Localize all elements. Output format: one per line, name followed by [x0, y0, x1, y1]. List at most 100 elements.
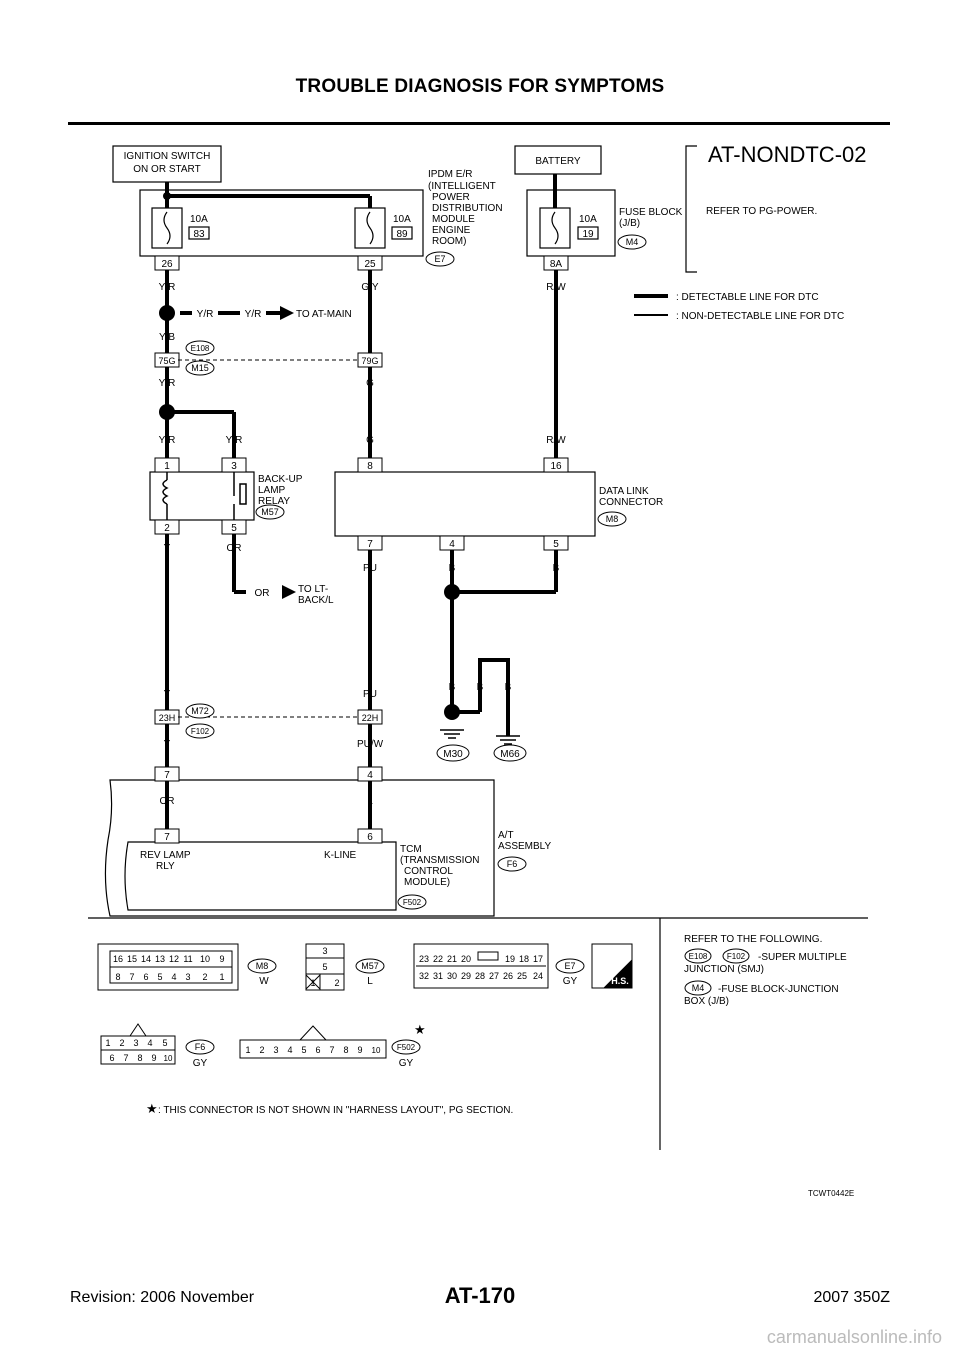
relay-line-0: BACK-UP [258, 474, 303, 485]
at-1: ASSEMBLY [498, 841, 551, 852]
svg-text:8: 8 [115, 972, 120, 982]
fuse-amp-2: 10A [393, 214, 411, 225]
wire-l: L [367, 796, 373, 807]
svg-text:30: 30 [447, 971, 457, 981]
svg-text:3: 3 [273, 1045, 278, 1055]
pin-2: 2 [164, 523, 170, 534]
pin-23h: 23H [159, 713, 176, 723]
relay-box [149, 471, 255, 521]
svg-text:4: 4 [147, 1038, 152, 1048]
wire-b-4: B [477, 682, 484, 693]
svg-text:12: 12 [169, 954, 179, 964]
relay-line-1: LAMP [258, 485, 286, 496]
legend-detectable: : DETECTABLE LINE FOR DTC [676, 292, 819, 303]
svg-text:5: 5 [322, 962, 327, 972]
smj-note-0: -SUPER MULTIPLE [758, 952, 847, 963]
ipdm-box [139, 189, 424, 257]
svg-text:20: 20 [461, 954, 471, 964]
wire-b-3: B [449, 682, 456, 693]
fuse-block-line-0: FUSE BLOCK [619, 207, 683, 218]
svg-text:5: 5 [301, 1045, 306, 1055]
svg-text:15: 15 [127, 954, 137, 964]
wire-b-2: B [553, 563, 560, 574]
svg-text:27: 27 [489, 971, 499, 981]
ipdm-line-3: DISTRIBUTION [432, 203, 503, 214]
jb-note-1: BOX (J/B) [684, 996, 729, 1007]
svg-text:32: 32 [419, 971, 429, 981]
svg-text:7: 7 [329, 1045, 334, 1055]
wire-y-2: Y [164, 689, 171, 700]
wire-g-1: G [366, 378, 374, 389]
conn-m72: M72 [191, 706, 209, 716]
svg-text:6: 6 [109, 1053, 114, 1063]
star-note: : THIS CONNECTOR IS NOT SHOWN IN "HARNES… [158, 1105, 513, 1116]
svg-text:17: 17 [533, 954, 543, 964]
conn-f6: F6 [507, 859, 518, 869]
k-line: K-LINE [324, 850, 357, 861]
tcm-1: (TRANSMISSION [400, 855, 479, 866]
wire-puw: PU/W [357, 739, 384, 750]
svg-text:F102: F102 [727, 952, 746, 961]
svg-text:3: 3 [322, 946, 327, 956]
ipdm-line-1: (INTELLIGENT [428, 181, 496, 192]
svg-text:22: 22 [433, 954, 443, 964]
tcm-2: CONTROL [404, 866, 453, 877]
wire-yr-5: Y/R [159, 435, 176, 446]
refer-bracket [685, 145, 697, 273]
dlc-pin-16: 16 [550, 461, 562, 472]
svg-text:14: 14 [141, 954, 151, 964]
svg-text:9: 9 [219, 954, 224, 964]
svg-text:2: 2 [334, 978, 339, 988]
svg-text:1: 1 [245, 1045, 250, 1055]
svg-text:11: 11 [183, 954, 192, 964]
battery-box [514, 145, 602, 175]
svg-text:E7: E7 [564, 961, 575, 971]
svg-text:23: 23 [419, 954, 429, 964]
to-lt-0: TO LT- [298, 584, 328, 595]
svg-text:7: 7 [129, 972, 134, 982]
pin-75g: 75G [158, 356, 175, 366]
svg-text:29: 29 [461, 971, 471, 981]
svg-text:2: 2 [259, 1045, 264, 1055]
conn-m4: M4 [626, 237, 639, 247]
svg-text:4: 4 [287, 1045, 292, 1055]
conn-e108: E108 [191, 344, 210, 353]
pin-1: 1 [164, 461, 170, 472]
wire-pu-1: PU [363, 563, 377, 574]
svg-text:2: 2 [202, 972, 207, 982]
ipdm-line-4: MODULE [432, 214, 475, 225]
svg-text:2: 2 [119, 1038, 124, 1048]
dlc-box [334, 471, 596, 537]
svg-text:3: 3 [133, 1038, 138, 1048]
page-number: AT-170 [444, 1283, 516, 1308]
svg-text:31: 31 [433, 971, 443, 981]
fuse-amp-3: 10A [579, 214, 597, 225]
svg-text:7: 7 [123, 1053, 128, 1063]
svg-text:3: 3 [185, 972, 190, 982]
tcm-3: MODULE) [404, 877, 450, 888]
model-text: 2007 350Z [813, 1289, 890, 1306]
relay-line-2: RELAY [258, 496, 290, 507]
svg-text:8: 8 [343, 1045, 348, 1055]
at-assembly-box [104, 779, 495, 917]
svg-text:1: 1 [219, 972, 224, 982]
svg-text:28: 28 [475, 971, 485, 981]
wire-or-2: OR [255, 588, 270, 599]
svg-text:1: 1 [310, 978, 315, 988]
dlc-line-0: DATA LINK [599, 486, 649, 497]
revision-text: Revision: 2006 November [70, 1289, 255, 1306]
conn-f502: F502 [403, 898, 422, 907]
svg-text:L: L [367, 976, 373, 987]
ipdm-line-0: IPDM E/R [428, 169, 472, 180]
svg-text:6: 6 [315, 1045, 320, 1055]
conn-m15: M15 [191, 363, 209, 373]
svg-text:10: 10 [372, 1046, 381, 1055]
svg-text:21: 21 [447, 954, 457, 964]
svg-text:8: 8 [137, 1053, 142, 1063]
conn-m57: M57 [261, 507, 279, 517]
wire-gy: G/Y [361, 282, 379, 293]
wire-yr-3: Y/R [245, 309, 262, 320]
fuse-block-line-1: (J/B) [619, 218, 640, 229]
svg-text:4: 4 [171, 972, 176, 982]
